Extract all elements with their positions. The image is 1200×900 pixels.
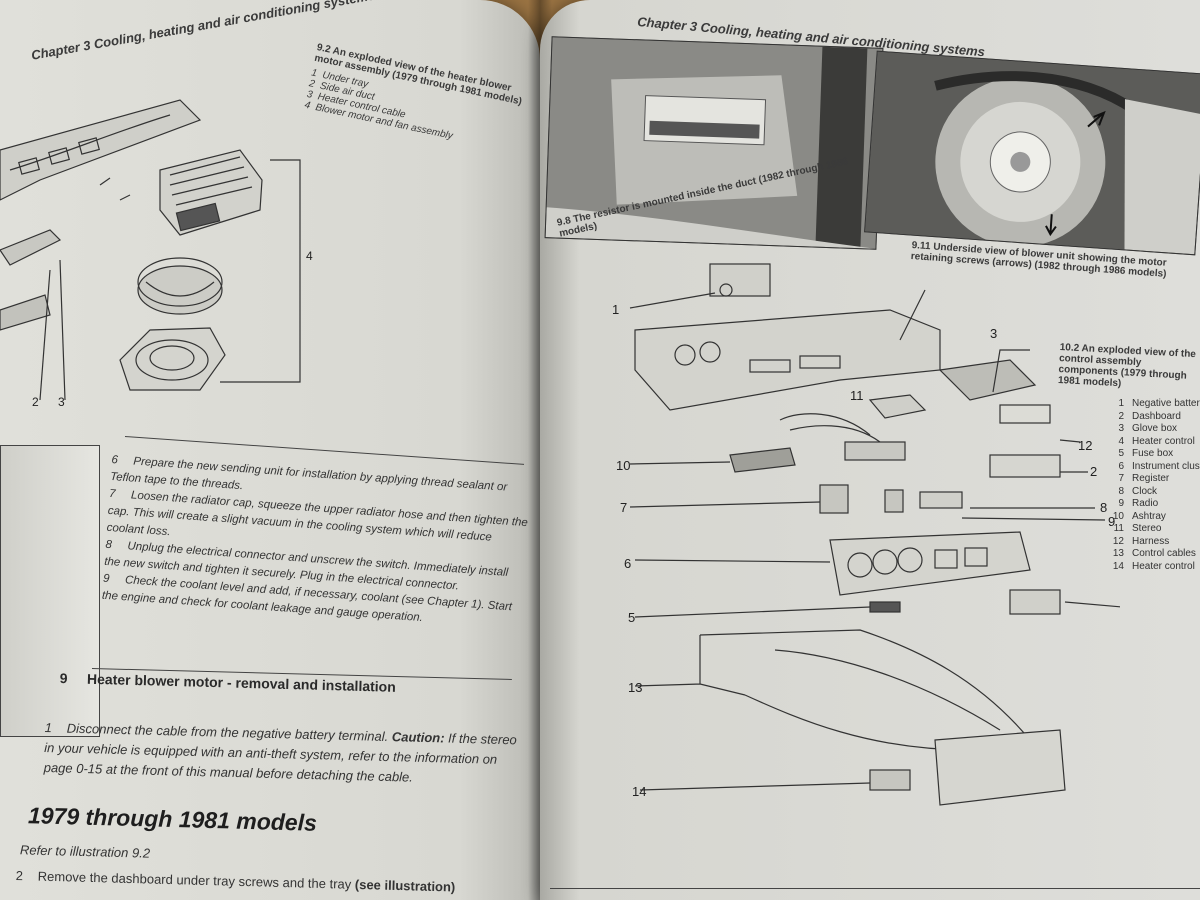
fig102-callout-13: 13: [628, 680, 642, 695]
fig102-callout-1: 1: [612, 302, 619, 317]
figure-10-2-exploded-drawing: 1 2 3 4 5 6 7 8 9 10 11 12 13 14: [612, 263, 1120, 806]
fig102-callout-5: 5: [628, 610, 635, 625]
right-bottom-rule: [550, 888, 1200, 889]
fig102-legend-11: Stereo: [1132, 523, 1162, 534]
fig102-callout-14: 14: [632, 784, 646, 799]
fig102-callout-8: 8: [1100, 500, 1107, 515]
photo-blower-underside: [864, 50, 1200, 256]
step-6-text: Prepare the new sending unit for install…: [109, 455, 508, 494]
fig102-legend-12: Harness: [1132, 535, 1170, 547]
fig92-callout-2: 2: [32, 395, 39, 409]
fig102-legend-6: Instrument cluster: [1132, 460, 1200, 472]
photo-resistor-duct: [544, 36, 884, 250]
fig102-legend-14: Heater control: [1132, 560, 1195, 572]
fig102-callout-6: 6: [624, 556, 631, 571]
fig102-legend-10: Ashtray: [1132, 510, 1166, 522]
fig102-callout-9: 9: [1108, 514, 1115, 529]
fig102-legend-7: Register: [1132, 473, 1170, 484]
fig102-legend-2: Dashboard: [1132, 410, 1181, 422]
subheading-1979-1981: 1979 through 1981 models: [27, 802, 318, 836]
fig102-legend-8: Clock: [1132, 485, 1158, 497]
fig102-callout-11: 11: [850, 388, 864, 403]
figure-9-2-exploded-drawing: 4 2 3: [0, 99, 313, 409]
fig102-callout-10: 10: [616, 458, 630, 473]
fig102-callout-2: 2: [1090, 464, 1097, 479]
figure-10-2-caption: 10.2 An exploded view of the control ass…: [1057, 342, 1197, 390]
left-page: Chapter 3 Cooling, heating and air condi…: [0, 0, 540, 900]
fig102-legend-5: Fuse box: [1132, 448, 1174, 459]
fig102-callout-3: 3: [990, 326, 997, 341]
fig102-legend-1: Negative battery cable: [1132, 398, 1200, 409]
fig102-legend-13: Control cables: [1132, 548, 1196, 559]
fig102-legend-9: Radio: [1132, 498, 1159, 509]
fig102-callout-7: 7: [620, 500, 627, 515]
refer-text: Refer to illustration 9.2: [19, 842, 151, 861]
right-page: Chapter 3 Cooling, heating and air condi…: [540, 0, 1200, 900]
fig92-callout-3: 3: [58, 395, 65, 409]
caution-label: Caution:: [391, 729, 445, 746]
fig102-callout-12: 12: [1078, 438, 1092, 453]
fig92-callout-4: 4: [306, 249, 313, 263]
fig102-legend-3: Glove box: [1132, 423, 1178, 434]
figure-9-2-caption: 9.2 An exploded view of the heater blowe…: [303, 42, 523, 142]
fig102-legend-4: Heater control: [1132, 435, 1195, 447]
left-photo-edge: [0, 445, 100, 737]
